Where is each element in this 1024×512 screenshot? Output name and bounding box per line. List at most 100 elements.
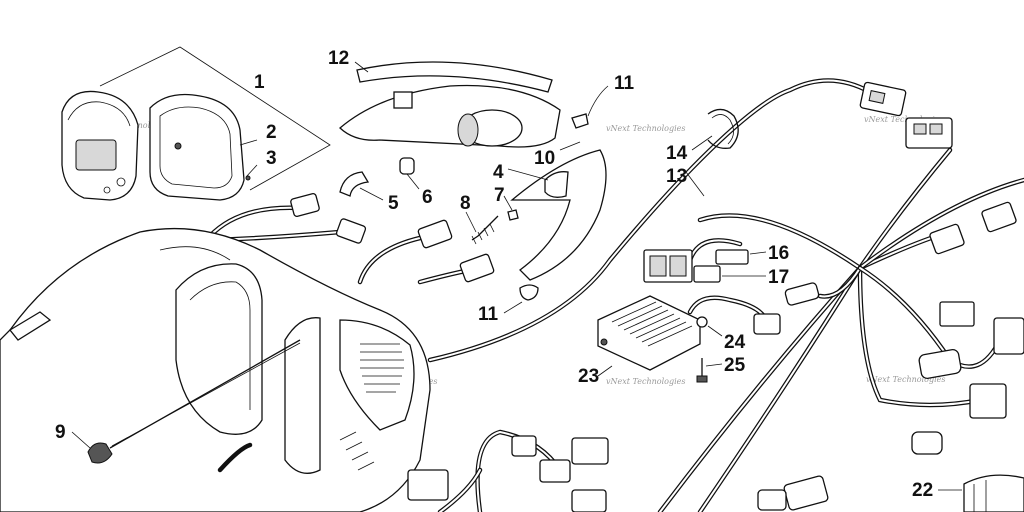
part-22 bbox=[938, 474, 1024, 512]
connector-d bbox=[459, 253, 495, 283]
callout-11-lower: 11 bbox=[478, 304, 499, 325]
harness-connector-2 bbox=[905, 117, 953, 149]
callout-23: 23 bbox=[578, 366, 599, 387]
gauge-mount-hole bbox=[174, 142, 182, 150]
callout-1: 1 bbox=[254, 72, 265, 93]
fairing-side-panel bbox=[284, 317, 321, 474]
fairing-lower-slats bbox=[339, 431, 375, 471]
gauge-housing-inner bbox=[159, 106, 233, 189]
main-harness bbox=[427, 78, 1024, 512]
lower-headlight-housing bbox=[510, 149, 607, 281]
harness-connector-6 bbox=[939, 301, 975, 327]
callout-9: 9 bbox=[55, 422, 66, 443]
callout-10: 10 bbox=[534, 148, 555, 169]
lower-connector-5 bbox=[571, 489, 607, 512]
leader-7 bbox=[503, 195, 513, 211]
washer-24 bbox=[696, 316, 708, 328]
harness-connector-11 bbox=[783, 475, 829, 511]
fairing-crease bbox=[159, 246, 231, 261]
leader-3 bbox=[245, 164, 258, 178]
callout-25: 25 bbox=[724, 355, 746, 376]
wire-left-3 bbox=[357, 235, 423, 285]
upper-shroud bbox=[339, 84, 561, 148]
headlight-lamp-face bbox=[457, 113, 479, 147]
fairing-tip bbox=[9, 311, 52, 341]
watermark-8: vNext Technologies bbox=[866, 375, 945, 384]
callout-24: 24 bbox=[724, 332, 746, 353]
callout-7: 7 bbox=[494, 185, 505, 206]
fuse-holder-16 bbox=[715, 249, 749, 265]
harness-connector-8 bbox=[993, 317, 1024, 355]
leader-11-upper bbox=[587, 85, 609, 117]
callout-2: 2 bbox=[266, 122, 277, 143]
clamp-14 bbox=[691, 108, 739, 151]
gauge-assembly bbox=[61, 46, 331, 201]
gauge-indicator bbox=[103, 186, 111, 194]
lower-harness bbox=[407, 429, 609, 512]
harness-branch-g bbox=[657, 265, 863, 512]
leader-25 bbox=[705, 363, 723, 367]
harness-connector-12 bbox=[757, 489, 787, 511]
harness-branch-e bbox=[857, 265, 983, 408]
watermark-4: vNext Technologies bbox=[864, 115, 943, 124]
watermark-7: vNext Technologies bbox=[606, 377, 685, 386]
nut-7 bbox=[507, 209, 519, 221]
regulator-group bbox=[597, 295, 781, 383]
screw-3 bbox=[245, 175, 251, 181]
callout-6: 6 bbox=[422, 187, 433, 208]
leader-12 bbox=[354, 61, 369, 73]
connector-b bbox=[335, 218, 367, 244]
clamp-ring bbox=[707, 108, 739, 149]
lower-connector-4 bbox=[571, 437, 609, 465]
leader-16 bbox=[749, 251, 767, 255]
gauge-lcd-display bbox=[75, 139, 117, 171]
lower-connector-2 bbox=[511, 435, 537, 457]
sleeve-22 bbox=[963, 474, 1024, 512]
callout-8: 8 bbox=[460, 193, 471, 214]
fairing-vent-slats bbox=[360, 343, 404, 393]
front-fairing bbox=[0, 227, 431, 512]
fairing-opening-inner bbox=[189, 281, 251, 410]
harness-connector-9 bbox=[969, 383, 1007, 419]
fairing-wire bbox=[217, 442, 253, 473]
fairing-opening bbox=[175, 263, 263, 435]
headlight-assembly bbox=[339, 61, 609, 314]
leader-2 bbox=[239, 139, 258, 146]
shroud-bracket bbox=[393, 91, 413, 109]
callout-12: 12 bbox=[328, 48, 349, 69]
leader-11-lower bbox=[503, 301, 523, 314]
headlight-small-parts bbox=[339, 157, 519, 245]
connector-a bbox=[290, 192, 320, 218]
relay-group bbox=[643, 238, 767, 283]
harness-connector-7 bbox=[918, 349, 962, 379]
callout-14: 14 bbox=[666, 143, 688, 164]
bolt-head bbox=[87, 442, 113, 464]
harness-connector-3 bbox=[981, 201, 1017, 233]
group-bracket-1 bbox=[99, 46, 331, 191]
housing-tab bbox=[544, 171, 569, 198]
harness-connector-10 bbox=[911, 431, 943, 455]
leader-9 bbox=[71, 431, 91, 449]
spring-8 bbox=[471, 215, 499, 241]
leader-14 bbox=[691, 135, 713, 151]
leader-6 bbox=[406, 173, 420, 190]
lower-connector-3 bbox=[539, 459, 571, 483]
fuse-17 bbox=[693, 265, 721, 283]
leader-23 bbox=[597, 365, 613, 377]
harness-connector-5 bbox=[784, 282, 820, 306]
leader-10 bbox=[559, 141, 581, 151]
leader-5 bbox=[359, 187, 384, 201]
regulator-fins bbox=[611, 301, 693, 347]
clip-11-lower bbox=[519, 284, 539, 301]
bulb-6 bbox=[399, 157, 415, 175]
harness-connector-4 bbox=[929, 223, 965, 255]
callout-22: 22 bbox=[912, 480, 933, 501]
gauge-dial-arc bbox=[67, 101, 131, 127]
callout-4: 4 bbox=[493, 162, 504, 183]
gauge-button bbox=[116, 177, 126, 187]
watermark-3: vNext Technologies bbox=[606, 124, 685, 133]
callout-13: 13 bbox=[666, 166, 687, 187]
bolt-thread bbox=[111, 342, 301, 447]
callout-17: 17 bbox=[768, 267, 789, 288]
